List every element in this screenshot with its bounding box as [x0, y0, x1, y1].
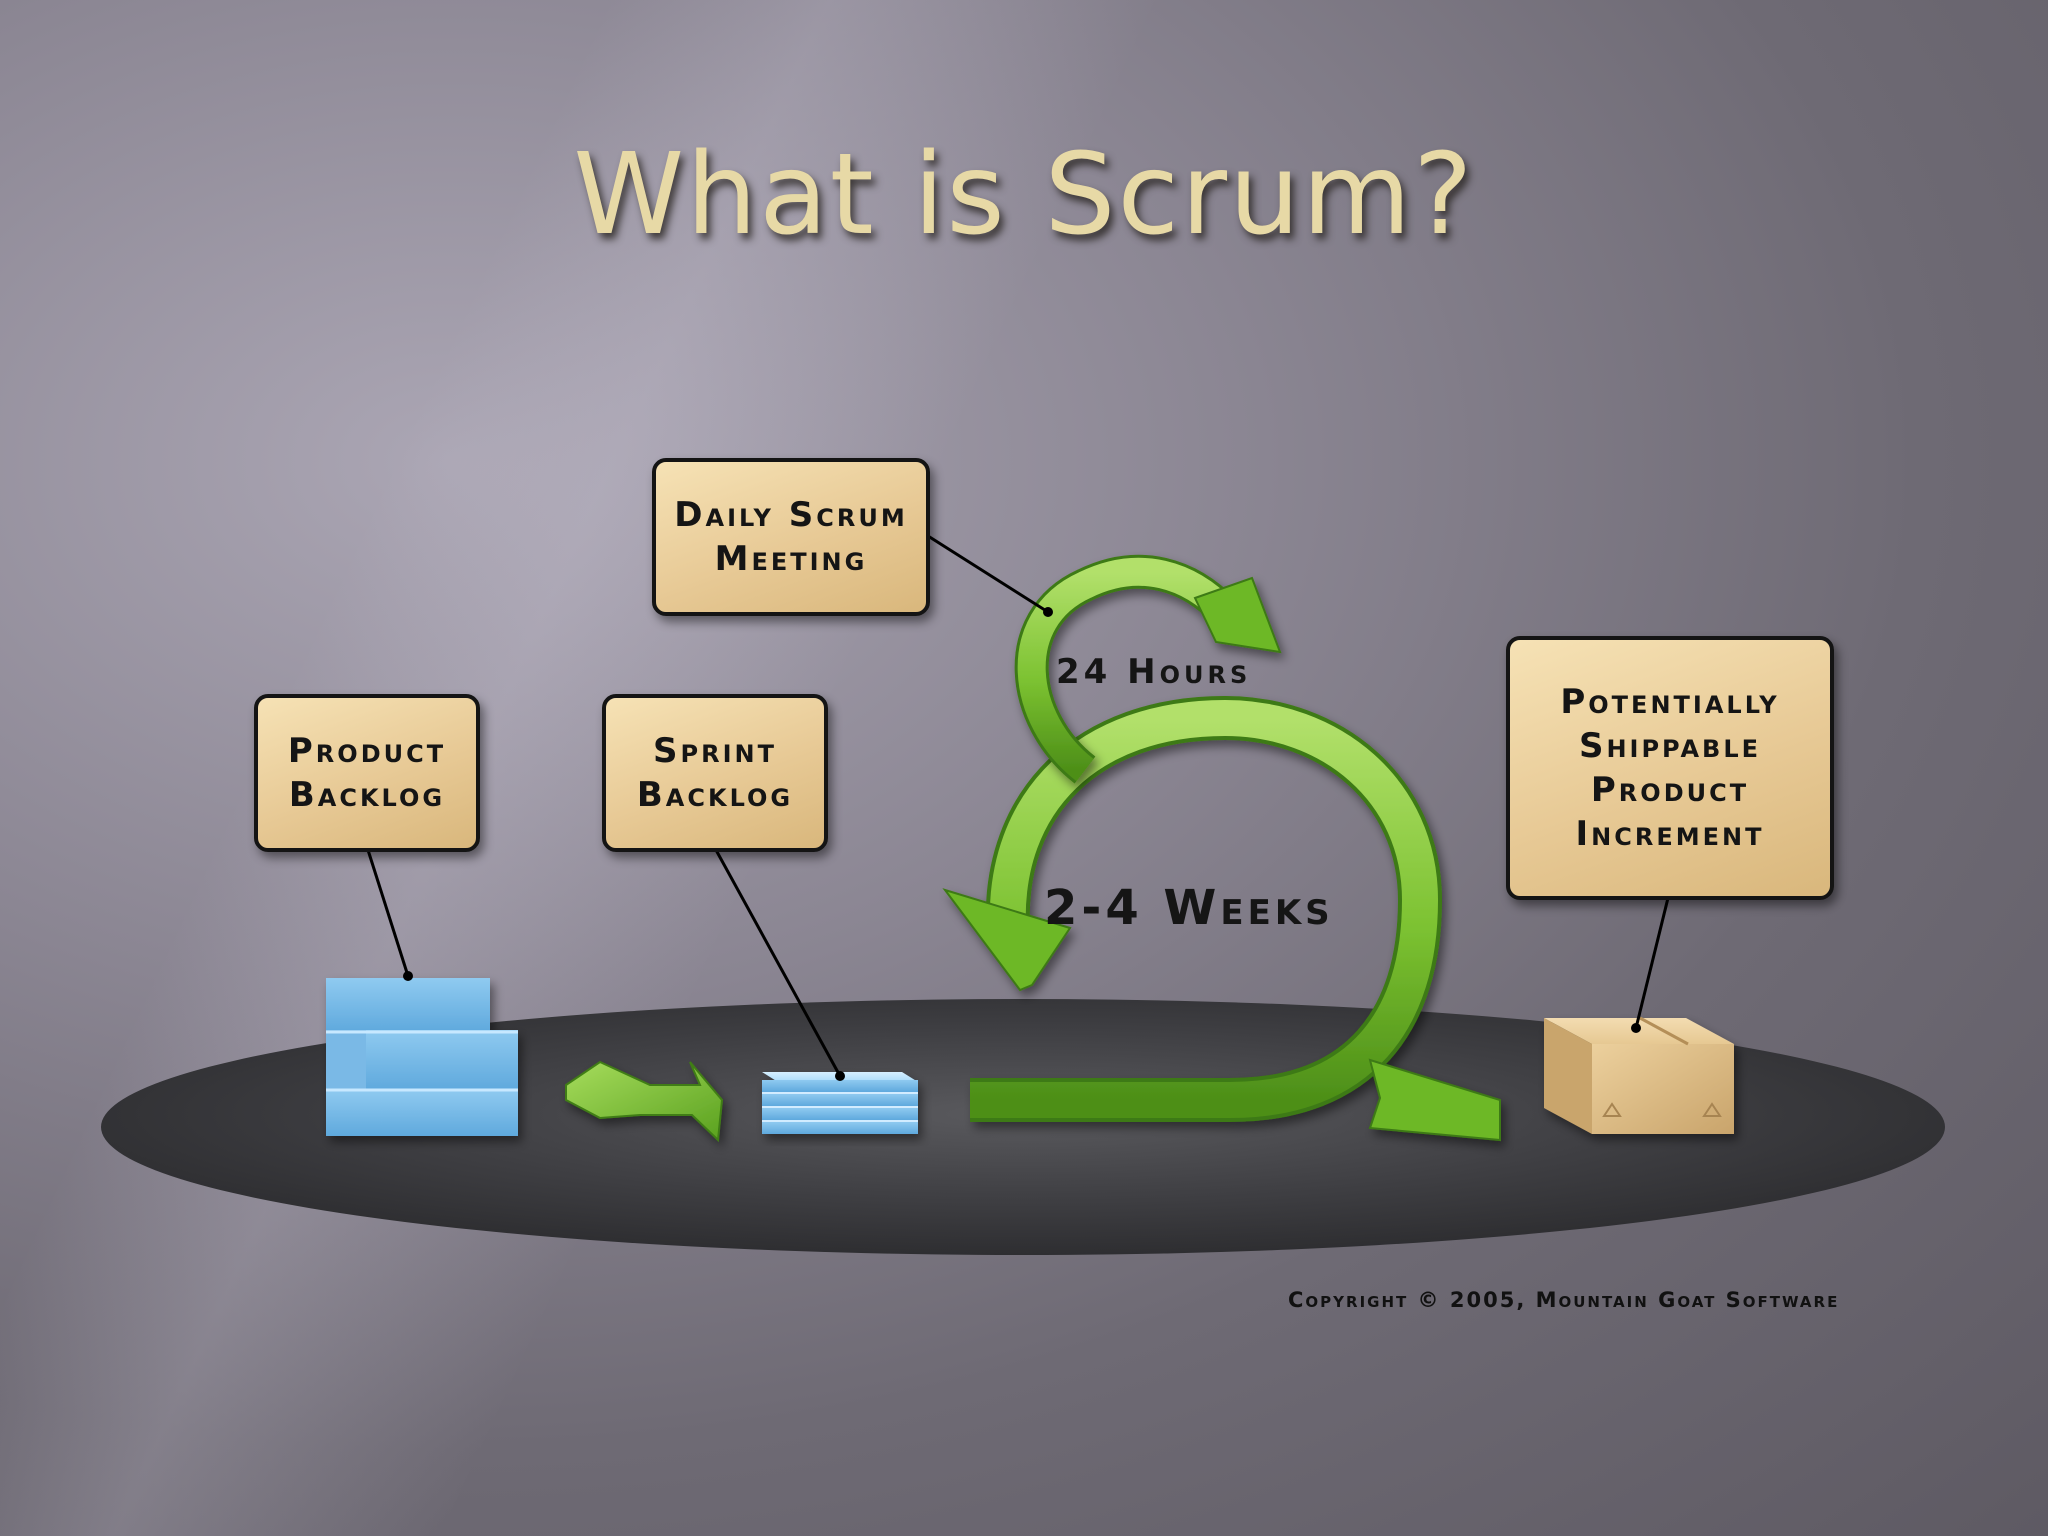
leader-dot-sprint — [835, 1071, 845, 1081]
leader-dot-increment — [1631, 1023, 1641, 1033]
sprint-backlog-label: Sprint Backlog — [636, 731, 794, 815]
flow-arrow-small — [565, 1060, 724, 1143]
product-backlog-label: Product Backlog — [287, 731, 447, 815]
platform-ellipse — [101, 999, 1945, 1255]
daily-cycle-arrow — [1014, 554, 1282, 784]
shipping-box — [1544, 1016, 1734, 1134]
sprint-cycle-label: 2-4 Weeks — [1044, 880, 1334, 936]
leader-line-product — [366, 849, 410, 977]
daily-cycle-label: 24 Hours — [1056, 652, 1252, 692]
daily-scrum-callout: Daily Scrum Meeting — [652, 458, 930, 616]
sprint-backlog-callout: Sprint Backlog — [602, 694, 828, 852]
copyright-notice: Copyright © 2005, Mountain Goat Software — [1288, 1288, 1840, 1312]
product-backlog-stack — [326, 978, 518, 1136]
increment-callout: Potentially Shippable Product Increment — [1506, 636, 1834, 900]
daily-scrum-label: Daily Scrum Meeting — [674, 495, 908, 579]
leader-line-sprint — [714, 849, 842, 1077]
increment-label: Potentially Shippable Product Increment — [1560, 682, 1780, 854]
product-backlog-callout: Product Backlog — [254, 694, 480, 852]
sprint-cycle-arrow — [942, 695, 1501, 1142]
leader-line-increment — [1634, 897, 1670, 1029]
slide-title: What is Scrum? — [573, 130, 1475, 260]
leader-line-daily — [927, 534, 1049, 614]
leader-dot-product — [403, 971, 413, 981]
leader-dot-daily — [1043, 607, 1053, 617]
sprint-backlog-stack — [762, 1072, 918, 1134]
